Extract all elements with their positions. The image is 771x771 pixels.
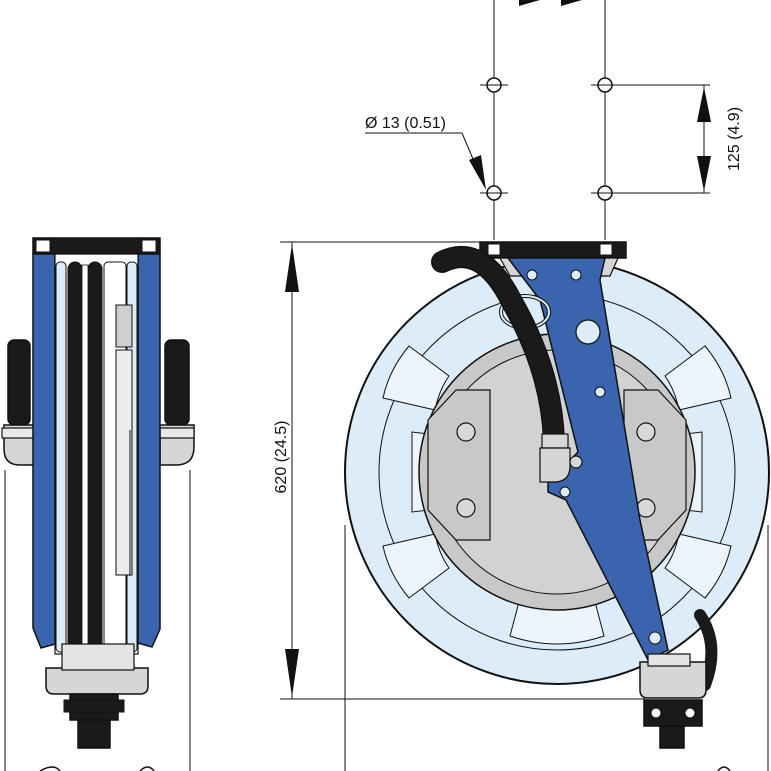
front-view: 620 (24.5) [273, 241, 770, 771]
hole-diameter-dimension: Ø 13 (0.51) [365, 115, 446, 132]
side-hose-coil-2 [87, 261, 103, 671]
mount-hole-top-right [591, 77, 710, 93]
side-top-bracket [32, 237, 161, 255]
side-bottom-housing [45, 667, 149, 695]
side-hose-stub-right [164, 339, 190, 426]
hole-spacing-dimension: 125 (4.9) [726, 107, 743, 171]
side-view [1, 237, 195, 771]
mount-hole-bottom-right [591, 185, 710, 201]
mounting-hole-pattern: 125 (4.9) Ø 13 (0.51) [365, 0, 743, 240]
side-hose-coil-1 [67, 261, 83, 671]
side-blue-plate-right [137, 253, 161, 648]
side-blue-plate-left [32, 253, 56, 649]
hose-fitting [539, 433, 583, 483]
side-hose-stub-left [7, 339, 31, 426]
side-drum-flange-left [55, 261, 67, 653]
mount-hole-bottom-left [480, 185, 508, 201]
front-support-arm [506, 257, 669, 662]
front-bottom-housing [639, 661, 707, 699]
overall-height-dimension: 620 (24.5) [273, 421, 290, 494]
mount-hole-top-left [480, 77, 508, 93]
